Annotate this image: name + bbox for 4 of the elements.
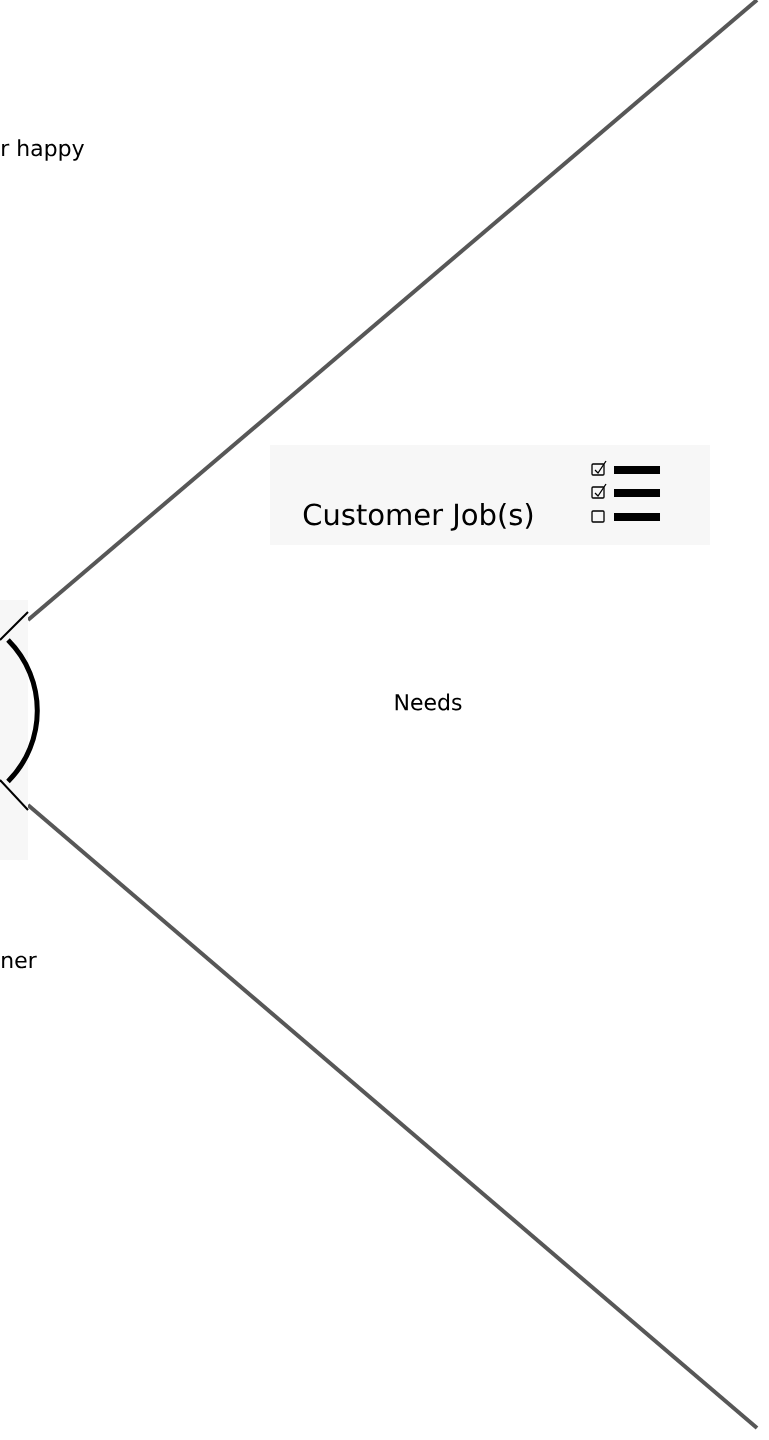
text-panel: Customer Job(s) [270,445,710,545]
label-text: Needs [395,693,462,711]
label-text: ner [2,955,37,969]
label-text: r happy [2,139,84,161]
